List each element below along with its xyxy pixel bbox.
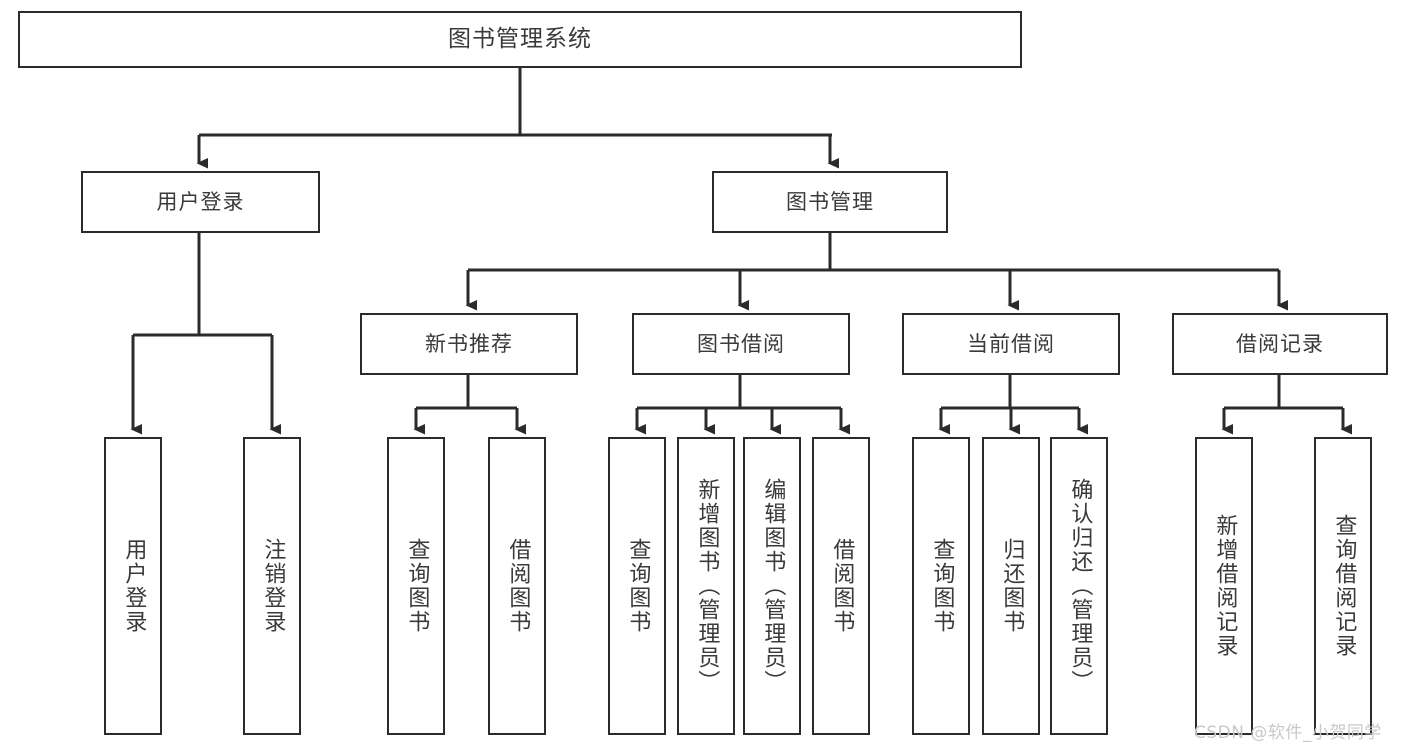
node-label: 图书借阅 <box>697 331 785 356</box>
leaf-borrow-record-query-record[interactable]: 查询借阅记录 <box>1314 437 1372 735</box>
leaf-user-login-login[interactable]: 用户登录 <box>104 437 162 735</box>
node-label: 用户登录 <box>156 189 245 214</box>
node-label: 查询图书 <box>625 538 651 634</box>
node-label: 查询图书 <box>404 538 430 634</box>
node-borrow-record[interactable]: 借阅记录 <box>1172 313 1388 375</box>
node-label: 用户登录 <box>121 538 147 634</box>
node-new-book-recommend[interactable]: 新书推荐 <box>360 313 578 375</box>
node-label: 新增图书（管理员） <box>694 478 720 694</box>
node-label: 注销登录 <box>260 538 286 634</box>
node-label: 归还图书 <box>999 538 1025 634</box>
leaf-current-borrow-query-book[interactable]: 查询图书 <box>912 437 970 735</box>
node-label: 确认归还（管理员） <box>1067 478 1093 694</box>
leaf-user-login-logout[interactable]: 注销登录 <box>243 437 301 735</box>
node-label: 编辑图书（管理员） <box>760 478 786 694</box>
leaf-current-borrow-confirm-return-admin[interactable]: 确认归还（管理员） <box>1050 437 1108 735</box>
node-label: 图书管理系统 <box>448 26 592 52</box>
leaf-current-borrow-return-book[interactable]: 归还图书 <box>982 437 1040 735</box>
leaf-book-borrow-query-book[interactable]: 查询图书 <box>608 437 666 735</box>
node-label: 借阅记录 <box>1236 331 1324 356</box>
node-label: 借阅图书 <box>829 538 855 634</box>
node-label: 新增借阅记录 <box>1212 514 1238 658</box>
node-label: 借阅图书 <box>505 538 531 634</box>
leaf-new-book-query-book[interactable]: 查询图书 <box>387 437 445 735</box>
node-label: 图书管理 <box>786 189 874 214</box>
csdn-watermark: CSDN @软件_小贺同学 <box>1194 723 1382 743</box>
node-label: 新书推荐 <box>425 331 513 356</box>
node-book-management[interactable]: 图书管理 <box>712 171 948 233</box>
leaf-new-book-borrow-book[interactable]: 借阅图书 <box>488 437 546 735</box>
node-current-borrow[interactable]: 当前借阅 <box>902 313 1120 375</box>
leaf-book-borrow-borrow-book[interactable]: 借阅图书 <box>812 437 870 735</box>
node-label: 当前借阅 <box>967 331 1055 356</box>
node-root-book-management-system[interactable]: 图书管理系统 <box>18 11 1022 68</box>
leaf-borrow-record-add-record[interactable]: 新增借阅记录 <box>1195 437 1253 735</box>
leaf-book-borrow-edit-book-admin[interactable]: 编辑图书（管理员） <box>743 437 801 735</box>
node-label: 查询借阅记录 <box>1331 514 1357 658</box>
node-book-borrow[interactable]: 图书借阅 <box>632 313 850 375</box>
leaf-book-borrow-add-book-admin[interactable]: 新增图书（管理员） <box>677 437 735 735</box>
node-label: 查询图书 <box>929 538 955 634</box>
node-user-login[interactable]: 用户登录 <box>81 171 320 233</box>
